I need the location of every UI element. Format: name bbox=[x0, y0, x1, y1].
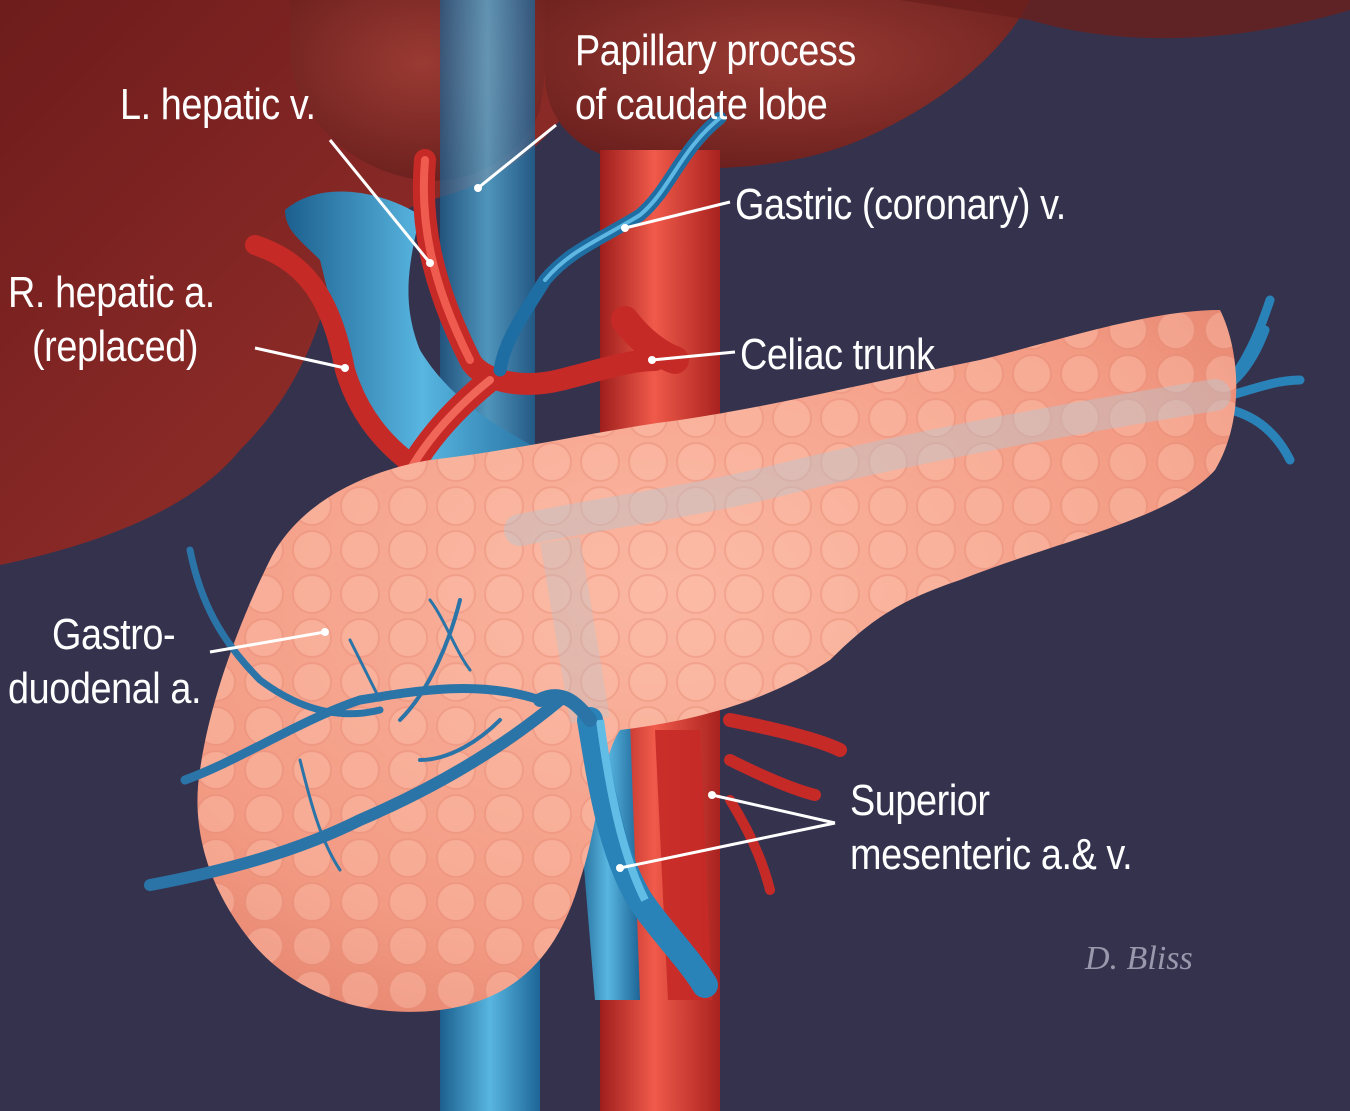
leader-dots bbox=[321, 184, 716, 872]
label-superior: Superior bbox=[850, 776, 990, 825]
label-gastric-vein: Gastric (coronary) v. bbox=[735, 180, 1066, 229]
label-celiac-trunk: Celiac trunk bbox=[740, 330, 935, 379]
gastric-vein bbox=[493, 111, 727, 377]
pancreatic-vein-network bbox=[144, 546, 597, 891]
label-gastro: Gastro- bbox=[52, 610, 176, 659]
label-papillary-process: Papillary process bbox=[575, 26, 856, 75]
label-left-hepatic-vein: L. hepatic v. bbox=[120, 80, 316, 129]
label-mesenteric-artery-vein: mesenteric a.& v. bbox=[850, 830, 1133, 879]
label-caudate-lobe: of caudate lobe bbox=[575, 80, 828, 129]
label-right-hepatic-artery: R. hepatic a. bbox=[8, 268, 215, 317]
superior-mesenteric-vessels bbox=[577, 707, 718, 1000]
label-duodenal-artery: duodenal a. bbox=[8, 664, 202, 713]
leader-lines bbox=[209, 123, 836, 870]
artist-signature: D. Bliss bbox=[1085, 940, 1193, 977]
label-right-hepatic-artery-replaced: (replaced) bbox=[32, 322, 199, 371]
pancreas bbox=[197, 310, 1237, 1012]
